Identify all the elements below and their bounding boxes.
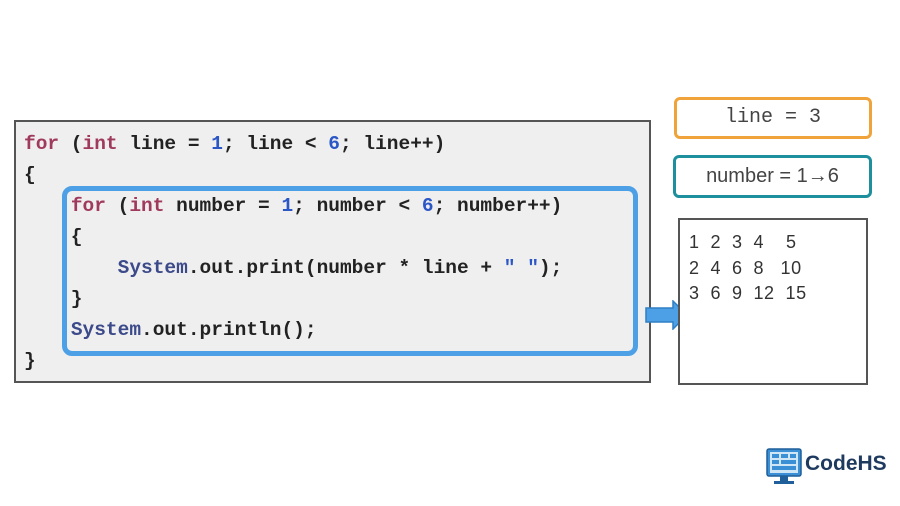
code-line: for (int number = 1; number < 6; number+… — [24, 194, 563, 218]
number-variable-value: number = 1→6 — [706, 165, 839, 187]
code-token: 1 — [281, 195, 294, 217]
code-token: 6 — [328, 133, 340, 155]
code-token: { — [24, 164, 36, 186]
code-token: ; line++) — [339, 133, 446, 155]
code-token: } — [24, 350, 36, 372]
code-token: System — [117, 257, 188, 279]
code-line: System.out.println(); — [24, 318, 317, 342]
code-token: int — [82, 133, 118, 155]
code-line: System.out.print(number * line + " "); — [24, 256, 563, 280]
number-variable-box: number = 1→6 — [673, 155, 872, 198]
code-token: line = — [117, 133, 212, 155]
code-token: ; number < — [293, 195, 422, 217]
code-token: } — [24, 288, 83, 310]
code-token: " " — [503, 257, 539, 279]
code-token: .out.print(number * line + — [187, 257, 504, 279]
inner-loop-highlight — [62, 186, 638, 356]
brand-name: CodeHS — [805, 452, 887, 475]
code-token — [24, 319, 71, 341]
code-token: ; number++) — [433, 195, 563, 217]
code-token — [24, 257, 118, 279]
output-row: 3 6 9 12 15 — [689, 283, 807, 303]
code-token: 6 — [421, 195, 434, 217]
code-token: for — [24, 133, 60, 155]
code-line: { — [24, 163, 36, 187]
code-token: ; line < — [222, 133, 329, 155]
code-token: for — [70, 195, 106, 217]
code-line: for (int line = 1; line < 6; line++) — [24, 132, 445, 156]
code-line: { — [24, 225, 83, 249]
code-line: } — [24, 287, 83, 311]
line-variable-value: line = 3 — [724, 106, 821, 129]
code-token: 1 — [211, 133, 223, 155]
code-token: { — [24, 226, 83, 248]
codehs-logo-icon — [766, 448, 802, 484]
output-row: 1 2 3 4 5 — [689, 232, 797, 252]
code-line: } — [24, 349, 36, 373]
code-token: ( — [105, 195, 130, 217]
console-output: 1 2 3 4 5 2 4 6 8 10 3 6 9 12 15 — [678, 218, 868, 385]
code-token: .out.println(); — [141, 319, 317, 341]
code-token: ); — [538, 257, 563, 279]
code-token: number = — [164, 195, 282, 217]
code-panel — [14, 120, 651, 383]
code-token — [24, 195, 71, 217]
line-variable-box: line = 3 — [674, 97, 872, 139]
code-token: int — [129, 195, 165, 217]
code-token: System — [70, 319, 142, 341]
output-row: 2 4 6 8 10 — [689, 258, 802, 278]
code-token: ( — [59, 133, 83, 155]
